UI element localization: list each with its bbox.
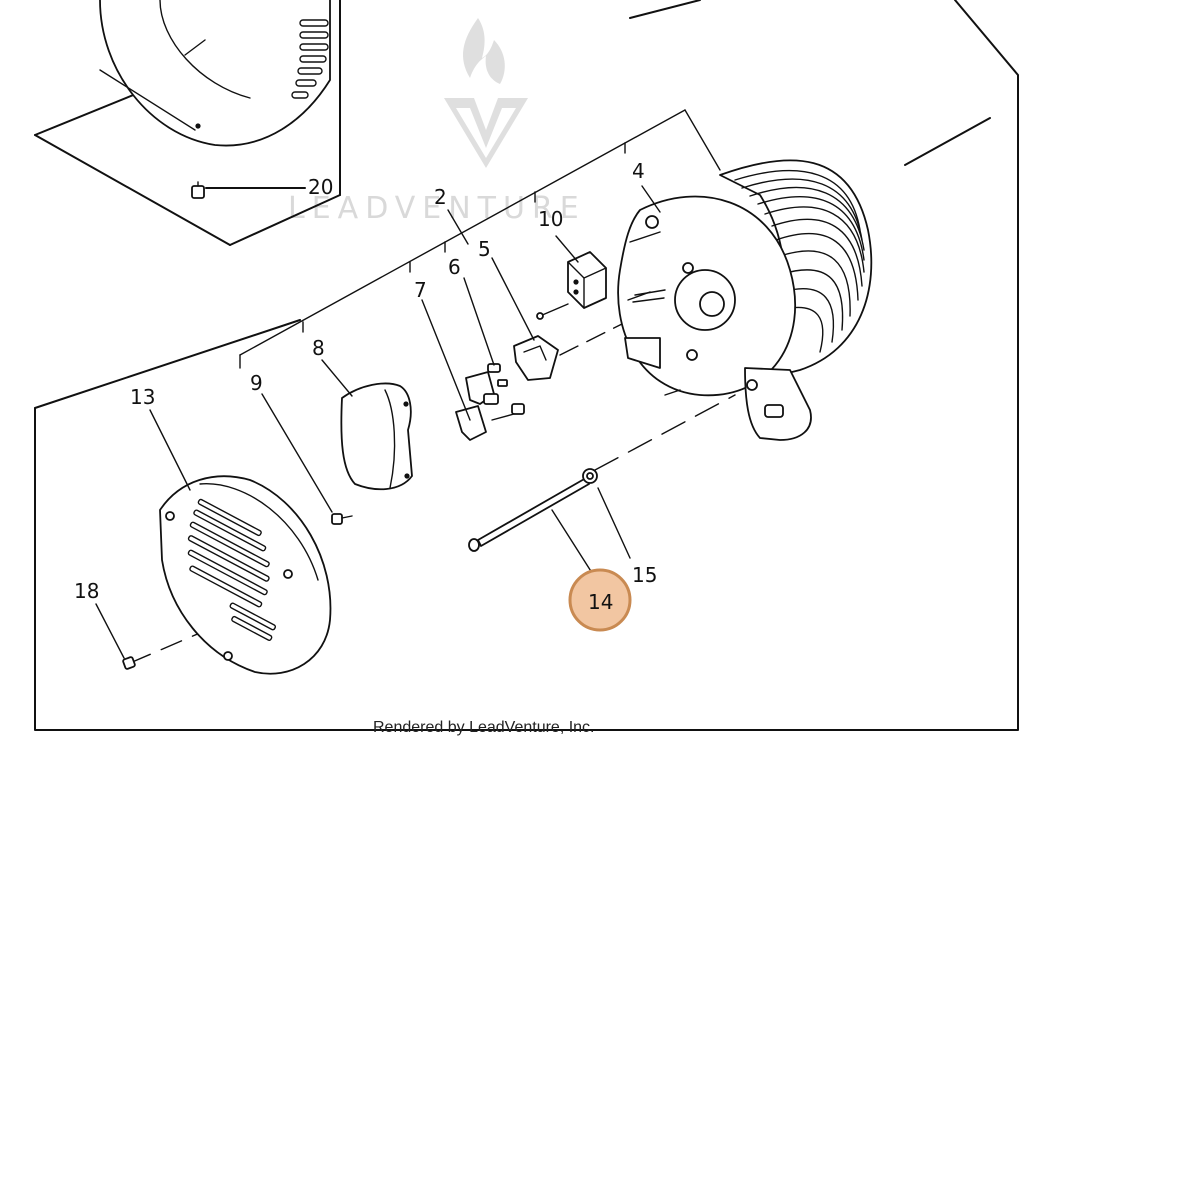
screw-part-9 [331, 513, 353, 525]
callout-7[interactable]: 7 [414, 278, 427, 302]
callout-4[interactable]: 4 [632, 159, 645, 183]
brush-assembly-part-7 [455, 371, 525, 441]
highlight-circle-14 [568, 568, 632, 632]
callout-20[interactable]: 20 [308, 175, 333, 199]
housing-cooling-fins [734, 169, 865, 353]
callout-2[interactable]: 2 [434, 185, 447, 209]
credit-text: Rendered by LeadVenture, Inc. [373, 719, 595, 736]
screw-part-18 [122, 656, 136, 670]
washer-part-15 [582, 468, 598, 484]
through-bolt-part-14 [468, 477, 590, 552]
callout-8[interactable]: 8 [312, 336, 325, 360]
leadventure-logo-watermark [444, 18, 528, 168]
callout-18[interactable]: 18 [74, 579, 99, 603]
alternator-housing-part [617, 159, 873, 441]
grille-vent-slots [187, 498, 277, 641]
fan-shroud-part [99, 0, 331, 147]
callout-6[interactable]: 6 [448, 255, 461, 279]
callout-9[interactable]: 9 [250, 371, 263, 395]
regulator-part-5 [513, 335, 559, 381]
end-cover-part-8 [340, 382, 413, 491]
callout-leader-lines [95, 185, 661, 659]
callout-labels: 2 4 5 6 7 8 9 10 13 14 15 18 20 [74, 159, 657, 614]
callout-14[interactable]: 14 [588, 590, 613, 614]
end-grille-part-13 [159, 475, 332, 675]
rectifier-part-10 [536, 251, 607, 320]
shroud-vent-slots [291, 19, 329, 99]
callout-15[interactable]: 15 [632, 563, 657, 587]
callout-13[interactable]: 13 [130, 385, 155, 409]
screw-part-20 [191, 181, 306, 199]
callout-10[interactable]: 10 [538, 207, 563, 231]
callout-5[interactable]: 5 [478, 237, 491, 261]
